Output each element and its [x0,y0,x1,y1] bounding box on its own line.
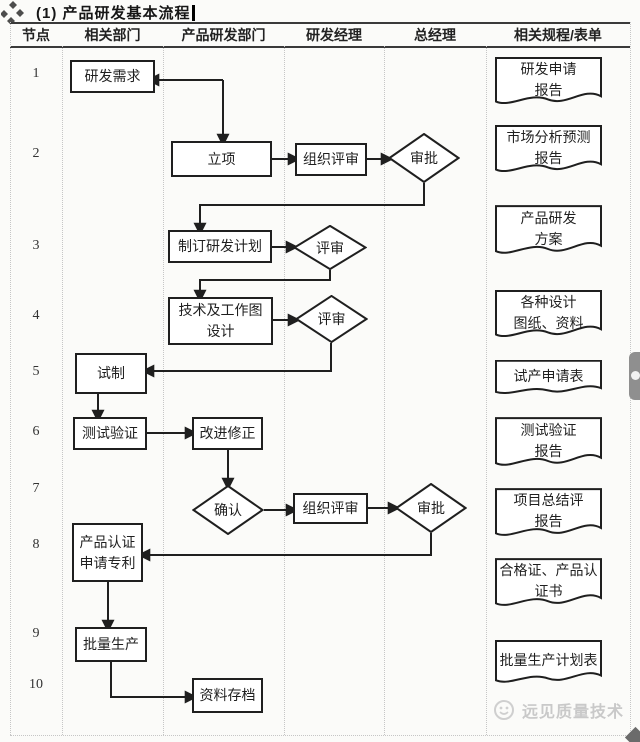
doc-label: 证书 [534,583,563,600]
process-box-improve: 改进修正 [192,417,263,450]
share-icon [631,371,640,380]
node-number-9: 9 [32,626,40,641]
process-box-project-initiation: 立项 [171,141,272,177]
header-gm: 总经理 [414,27,456,43]
document-shape-certificates: 合格证、产品认证书 [495,558,602,612]
box-label: 申请专利 [79,554,136,571]
diamond-label: 评审 [316,239,344,256]
column-divider [486,46,487,735]
process-box-organize-review-1: 组织评审 [295,143,367,176]
column-divider [62,46,63,735]
doc-label: 报告 [534,513,563,530]
decision-diamond-approval-2: 审批 [395,483,467,533]
decision-diamond-review-1: 评审 [293,225,367,270]
process-box-dev-requirement: 研发需求 [70,60,155,93]
node-number-10: 10 [29,677,43,692]
page-title-text: (1) 产品研发基本流程 [36,5,191,22]
text-cursor [191,5,195,21]
doc-label: 图纸、资料 [513,314,584,331]
side-share-tab[interactable] [629,352,640,400]
diamond-label: 审批 [410,150,438,166]
document-shape-test-report: 测试验证报告 [495,417,602,472]
node-number-1: 1 [32,66,40,81]
box-label: 制订研发计划 [178,238,262,254]
process-box-product-cert: 产品认证 申请专利 [72,523,143,582]
header-top-rule [10,22,630,24]
process-box-archive: 资料存档 [192,678,263,713]
document-shape-market-analysis: 市场分析预测报告 [495,125,602,178]
header-rd-dept: 产品研发部门 [181,27,266,43]
diamond-label: 审批 [417,500,445,516]
decision-diamond-approval-1: 审批 [388,133,460,183]
diamond-label: 确认 [214,502,242,518]
column-divider [163,46,164,735]
node-number-5: 5 [32,364,40,379]
box-label: 组织评审 [303,151,359,167]
doc-label: 研发申请 [520,60,577,77]
decision-diamond-confirm: 确认 [192,485,264,535]
table-bottom-border [10,735,630,736]
process-box-make-plan: 制订研发计划 [168,230,272,263]
document-shape-project-summary: 项目总结评报告 [495,488,602,542]
watermark: 远见质量技术 [492,698,624,722]
process-box-tech-design: 技术及工作图 设计 [168,297,273,345]
doc-label: 测试验证 [520,421,577,438]
box-label: 技术及工作图 [178,302,263,318]
process-box-organize-review-2: 组织评审 [293,493,368,524]
header-forms: 相关规程/表单 [514,27,602,43]
watermark-logo-icon [494,700,514,720]
doc-label: 项目总结评 [513,492,584,509]
process-box-mass-production: 批量生产 [75,627,147,662]
header-rd-manager: 研发经理 [306,27,362,43]
doc-label: 报告 [534,149,563,166]
node-number-4: 4 [32,308,40,323]
doc-label: 报告 [534,442,563,459]
box-label: 组织评审 [302,500,359,516]
watermark-text: 远见质量技术 [522,704,625,721]
document-shape-trial-application: 试产申请表 [495,360,602,398]
document-shape-design-drawings: 各种设计图纸、资料 [495,290,602,343]
diamond-label: 评审 [317,311,346,327]
document-shape-rd-plan: 产品研发方案 [495,205,602,260]
doc-label: 产品研发 [520,209,577,226]
doc-label: 各种设计 [520,293,577,310]
box-label: 资料存档 [199,687,256,703]
header-bottom-rule [10,46,630,48]
document-shape-rd-application: 研发申请报告 [495,57,602,110]
process-box-trial-production: 试制 [75,353,147,394]
column-divider [384,46,385,735]
node-number-3: 3 [32,238,40,253]
box-label: 研发需求 [84,68,141,84]
header-node: 节点 [22,27,50,43]
box-label: 测试验证 [82,425,138,441]
node-number-6: 6 [32,424,40,439]
header-related-dept: 相关部门 [84,27,141,43]
box-label: 产品认证 [79,533,136,550]
box-label: 批量生产 [83,636,139,652]
doc-label: 试产申请表 [513,367,584,384]
box-label: 改进修正 [199,425,256,441]
doc-label: 合格证、产品认 [499,562,598,579]
page-title: (1) 产品研发基本流程 [36,2,195,23]
process-box-test-verify: 测试验证 [73,417,147,450]
node-number-2: 2 [32,146,40,161]
doc-label: 批量生产计划表 [499,652,598,669]
doc-label: 方案 [534,230,563,247]
box-label: 立项 [207,150,236,167]
doc-label: 报告 [534,81,563,98]
box-label: 设计 [206,323,235,339]
document-shape-production-plan: 批量生产计划表 [495,640,602,688]
node-number-8: 8 [32,537,40,552]
doc-label: 市场分析预测 [506,128,591,145]
decision-diamond-review-2: 评审 [295,295,368,343]
column-divider [284,46,285,735]
node-number-7: 7 [32,481,40,496]
box-label: 试制 [97,365,125,381]
table-left-border [10,22,11,735]
